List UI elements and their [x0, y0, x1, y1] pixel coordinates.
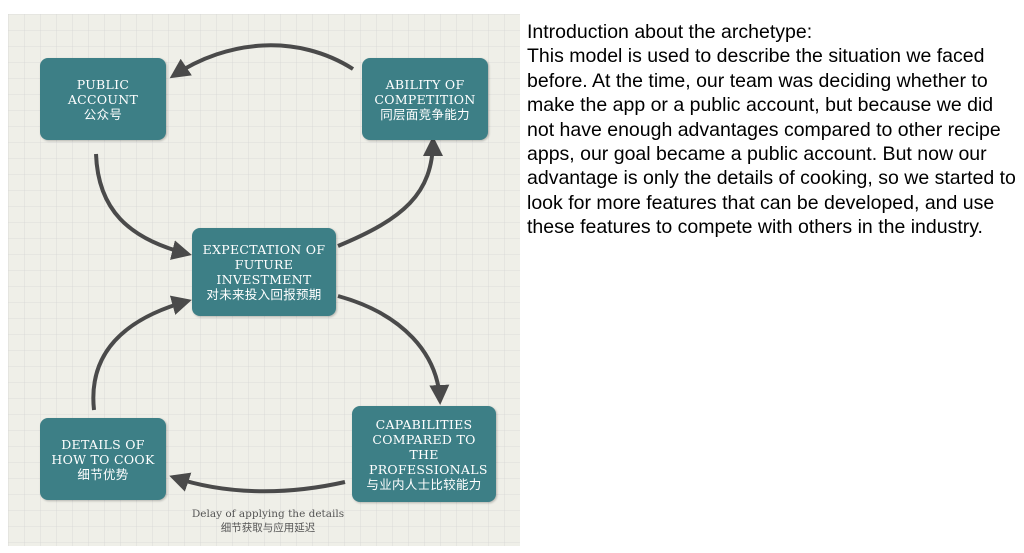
intro-body: This model is used to describe the situa… [527, 45, 1016, 239]
node-expectation-zh: 对未来投入回报预期 [206, 287, 322, 302]
node-capabilities-compared: CAPABILITIES COMPARED TO THE PROFESSIONA… [352, 406, 496, 502]
delay-label-zh: 细节获取与应用延迟 [220, 522, 316, 534]
arrow-ability-to-public [169, 43, 355, 79]
node-details-zh: 细节优势 [77, 466, 129, 482]
node-details-en: DETAILS OF HOW TO COOK [51, 436, 155, 467]
arrow-expectation-to-capabilities [337, 294, 450, 405]
node-details-of-how-to-cook: DETAILS OF HOW TO COOK 细节优势 [40, 418, 166, 500]
delay-label: Delay of applying the details 细节获取与应用延迟 [168, 507, 368, 535]
node-ability-of-competition-en: ABILITY OF COMPETITION [374, 76, 476, 107]
causal-loop-diagram: PUBLIC ACCOUNT 公众号 ABILITY OF COMPETITIO… [8, 14, 520, 546]
node-public-account-zh: 公众号 [83, 106, 123, 122]
arrow-details-to-expectation [91, 295, 192, 411]
node-public-account-en: PUBLIC ACCOUNT [67, 76, 139, 107]
intro-text-block: Introduction about the archetype: This m… [527, 20, 1017, 240]
node-capabilities-en: CAPABILITIES COMPARED TO THE PROFESSIONA… [369, 416, 488, 477]
node-expectation-en: EXPECTATION OF FUTURE INVESTMENT [202, 242, 326, 287]
intro-title: Introduction about the archetype: [527, 21, 813, 43]
arrow-public-to-expectation [94, 153, 192, 260]
node-capabilities-zh: 与业内人士比较能力 [366, 476, 482, 492]
node-ability-of-competition-zh: 同层面竞争能力 [380, 106, 470, 122]
arrow-expectation-to-ability [337, 136, 443, 248]
delay-label-en: Delay of applying the details [191, 508, 345, 520]
arrow-capabilities-to-details [169, 472, 346, 494]
node-public-account: PUBLIC ACCOUNT 公众号 [40, 58, 166, 140]
node-expectation-of-future-investment: EXPECTATION OF FUTURE INVESTMENT 对未来投入回报… [192, 228, 336, 316]
node-ability-of-competition: ABILITY OF COMPETITION 同层面竞争能力 [362, 58, 488, 140]
